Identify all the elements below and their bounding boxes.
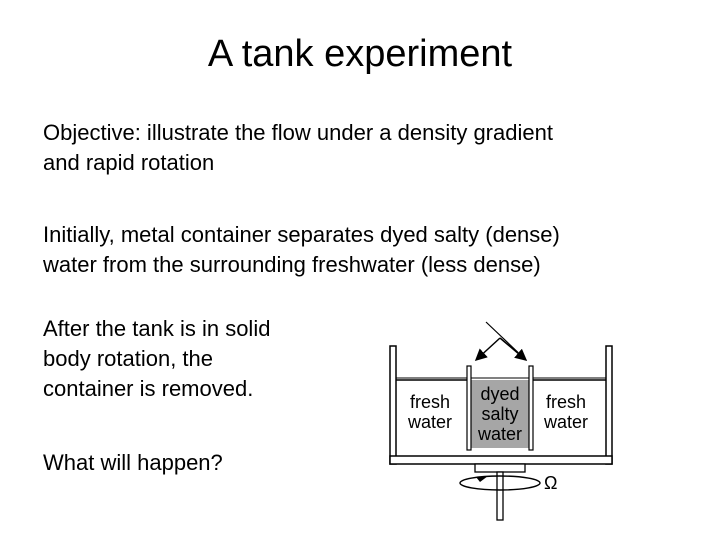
tank-base xyxy=(389,455,613,465)
slide-title: A tank experiment xyxy=(207,33,513,75)
initial-setup-line-2: water from the surrounding freshwater (l… xyxy=(43,252,541,277)
left-label-line-2: water xyxy=(407,412,452,432)
objective-line-1: Objective: illustrate the flow under a d… xyxy=(43,120,553,145)
initial-setup-paragraph: Initially, metal container separates dye… xyxy=(43,220,693,280)
right-label-line-2: water xyxy=(543,412,588,432)
turntable xyxy=(474,463,526,473)
rotation-shaft xyxy=(496,471,504,521)
after-rotation-paragraph: After the tank is in solid body rotation… xyxy=(43,314,343,404)
container-right-wall xyxy=(528,365,534,451)
dyed-water-region xyxy=(470,380,530,448)
left-label-line-1: fresh xyxy=(410,392,450,412)
center-label-line-2: salty xyxy=(481,404,518,424)
after-rotation-line-2: body rotation, the xyxy=(43,346,214,371)
center-label-line-1: dyed xyxy=(480,384,519,404)
tank-right-wall xyxy=(605,345,613,465)
center-label-line-3: water xyxy=(477,424,522,444)
omega-symbol: Ω xyxy=(544,473,557,493)
rotation-arrowhead-icon xyxy=(476,476,488,482)
objective-line-2: and rapid rotation xyxy=(43,150,215,175)
tank-left-wall xyxy=(389,345,397,465)
question-text: What will happen? xyxy=(43,450,223,475)
tank-diagram: fresh water dyed salty water fresh water… xyxy=(389,321,613,521)
initial-setup-line-1: Initially, metal container separates dye… xyxy=(43,222,560,247)
container-left-wall xyxy=(466,365,472,451)
lift-arrow-top xyxy=(485,321,527,361)
lift-arrow-left xyxy=(474,337,501,362)
right-label-line-1: fresh xyxy=(546,392,586,412)
after-rotation-line-3: container is removed. xyxy=(43,376,254,401)
objective-paragraph: Objective: illustrate the flow under a d… xyxy=(43,118,683,178)
after-rotation-line-1: After the tank is in solid xyxy=(43,316,271,341)
rotation-arrow-icon xyxy=(459,475,541,491)
